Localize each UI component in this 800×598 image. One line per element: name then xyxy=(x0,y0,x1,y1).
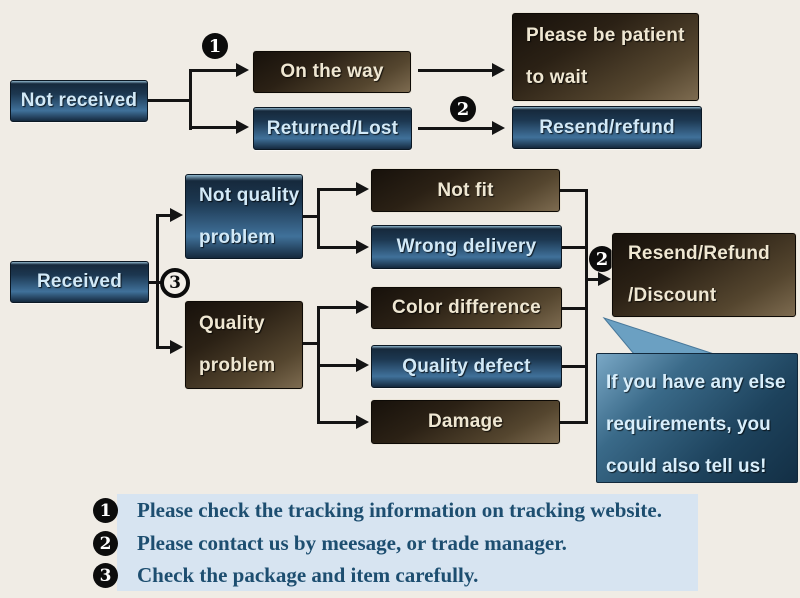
legend-item-3: 3 Check the package and item carefully. xyxy=(93,563,478,588)
connector xyxy=(156,346,172,349)
node-not-quality-problem: Not quality problem xyxy=(185,174,303,259)
step-marker-1: 1 xyxy=(202,33,228,59)
legend-num-1-icon: 1 xyxy=(93,498,118,523)
node-damage: Damage xyxy=(371,400,560,444)
node-received: Received xyxy=(10,261,149,303)
connector xyxy=(560,421,588,424)
speech-bubble-tail xyxy=(602,316,715,355)
legend-background-band xyxy=(117,494,698,591)
connector xyxy=(562,365,588,368)
node-not-quality-line1: Not quality xyxy=(199,184,300,206)
legend-item-1: 1 Please check the tracking information … xyxy=(93,498,662,523)
step-marker-3: 3 xyxy=(160,268,190,298)
connector xyxy=(585,278,600,281)
legend-num-2-icon: 2 xyxy=(93,531,118,556)
node-be-patient-line1: Please be patient xyxy=(526,25,685,46)
node-quality-line2: problem xyxy=(199,355,276,376)
node-wrong-delivery: Wrong delivery xyxy=(371,225,562,269)
connector xyxy=(317,306,358,309)
arrowhead xyxy=(356,358,369,372)
connector xyxy=(560,189,588,192)
arrowhead xyxy=(356,415,369,429)
node-quality-problem: Quality problem xyxy=(185,301,303,389)
connector xyxy=(189,126,236,129)
arrowhead xyxy=(170,340,183,354)
connector xyxy=(418,69,492,72)
connector xyxy=(317,364,358,367)
connector xyxy=(189,70,192,130)
connector xyxy=(317,421,358,424)
connector xyxy=(149,281,161,284)
node-resend-refund-discount: Resend/Refund /Discount xyxy=(612,233,796,317)
node-on-the-way: On the way xyxy=(253,51,411,93)
connector xyxy=(418,127,492,130)
speech-bubble: If you have any else requirements, you c… xyxy=(596,353,798,483)
connector xyxy=(303,342,320,345)
connector xyxy=(156,214,172,217)
legend-text-2: Please contact us by meesage, or trade m… xyxy=(137,531,567,555)
step-marker-2-right: 2 xyxy=(589,246,615,272)
bubble-line1: If you have any else xyxy=(606,372,786,393)
node-rrd-line1: Resend/Refund xyxy=(628,243,770,264)
connector xyxy=(303,215,320,218)
node-color-difference: Color difference xyxy=(371,287,562,329)
bubble-line2: requirements, you xyxy=(606,414,771,435)
legend-text-1: Please check the tracking information on… xyxy=(137,498,662,522)
node-rrd-line2: /Discount xyxy=(628,285,717,306)
arrowhead xyxy=(598,272,611,286)
legend-item-2: 2 Please contact us by meesage, or trade… xyxy=(93,531,567,556)
connector xyxy=(562,246,588,249)
node-not-received: Not received xyxy=(10,80,148,122)
node-returned-lost: Returned/Lost xyxy=(253,107,412,150)
arrowhead xyxy=(236,120,249,134)
connector xyxy=(317,188,320,248)
connector xyxy=(317,246,358,249)
connector xyxy=(317,188,358,191)
connector xyxy=(585,189,588,424)
arrowhead xyxy=(170,208,183,222)
step-marker-2-top: 2 xyxy=(450,96,476,122)
connector xyxy=(156,214,159,348)
arrowhead xyxy=(356,240,369,254)
connector xyxy=(189,69,236,72)
node-be-patient-line2: to wait xyxy=(526,67,588,88)
legend-num-3-icon: 3 xyxy=(93,563,118,588)
arrowhead xyxy=(492,63,505,77)
legend-text-3: Check the package and item carefully. xyxy=(137,563,479,587)
arrowhead xyxy=(356,182,369,196)
node-not-quality-line2: problem xyxy=(199,226,276,248)
node-quality-defect: Quality defect xyxy=(371,345,562,388)
arrowhead xyxy=(356,300,369,314)
arrowhead xyxy=(492,121,505,135)
node-quality-line1: Quality xyxy=(199,313,265,334)
connector xyxy=(148,99,191,102)
bubble-line3: could also tell us! xyxy=(606,456,767,477)
node-resend-refund: Resend/refund xyxy=(512,106,702,149)
arrowhead xyxy=(236,63,249,77)
node-not-fit: Not fit xyxy=(371,169,560,212)
connector xyxy=(562,307,588,310)
node-be-patient: Please be patient to wait xyxy=(512,13,699,101)
